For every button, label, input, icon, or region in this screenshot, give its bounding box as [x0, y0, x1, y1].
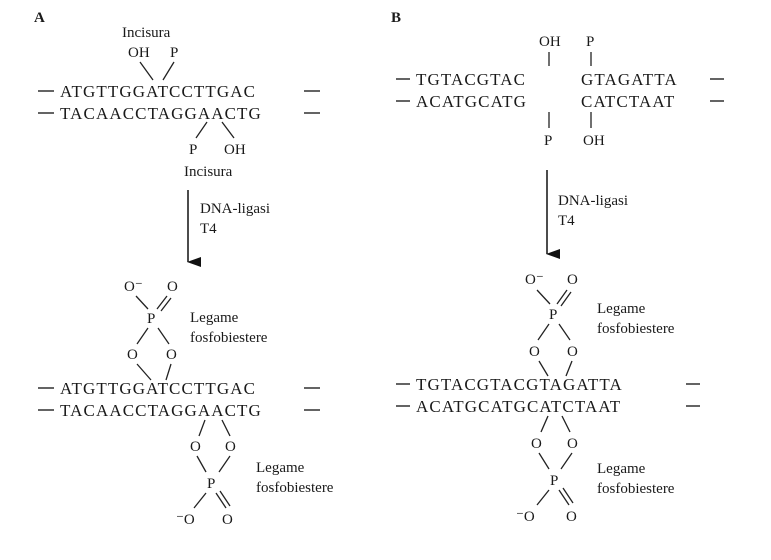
o-atom: O	[566, 509, 577, 525]
bond-label-line2: fosfobiestere	[597, 321, 675, 337]
o-minus-atom: ⁻O	[516, 509, 535, 525]
oh-bottom-atom: OH	[583, 133, 605, 149]
sequence-b2-bottom: ACATGCATGCATCTAAT	[416, 397, 621, 416]
p-atom: P	[550, 473, 558, 489]
bond	[560, 452, 573, 470]
bond-label-line2: fosfobiestere	[256, 480, 334, 496]
double-bond	[558, 489, 570, 506]
bond	[540, 415, 549, 433]
bond	[537, 323, 550, 341]
oh-bottom-bond	[221, 121, 235, 139]
bond-label-line1: Legame	[256, 460, 305, 476]
p-atom: P	[207, 476, 215, 492]
bond	[221, 419, 231, 437]
panel-b: B OH P TGTACGTAC GTAGATTA ACATGCATG CATC…	[391, 10, 724, 525]
panel-a-label: A	[34, 10, 45, 26]
bond	[135, 295, 149, 310]
o-atom: O	[529, 344, 540, 360]
p-atom: P	[549, 307, 557, 323]
p-top-bond	[162, 61, 175, 81]
o-atom: O	[127, 347, 138, 363]
bond	[536, 489, 550, 506]
enzyme-label: DNA-ligasi	[200, 201, 270, 217]
bond	[538, 360, 549, 377]
o-atom: O	[167, 279, 178, 295]
sequence-b1-top-right: GTAGATTA	[581, 70, 678, 89]
sequence-b1-top-left: TGTACGTAC	[416, 70, 526, 89]
double-bond	[560, 291, 572, 307]
oh-top-atom: OH	[539, 34, 561, 50]
incisura-top-label: Incisura	[122, 25, 171, 41]
bond	[565, 360, 573, 377]
sequence-a2-top: ATGTTGGATCCTTGAC	[60, 379, 256, 398]
double-bond	[160, 297, 172, 312]
o-atom: O	[166, 347, 177, 363]
bond	[157, 327, 170, 345]
bond	[561, 415, 571, 433]
o-atom: O	[225, 439, 236, 455]
o-atom: O	[531, 436, 542, 452]
o-atom: O	[567, 272, 578, 288]
oh-bottom-atom: OH	[224, 142, 246, 158]
bond	[538, 452, 550, 470]
o-atom: O	[222, 512, 233, 528]
p-bottom-bond	[195, 121, 208, 139]
sequence-b2-top: TGTACGTACGTAGATTA	[416, 375, 623, 394]
bond	[165, 363, 172, 381]
bond	[558, 323, 571, 341]
double-bond	[219, 490, 231, 507]
bond-label-line1: Legame	[597, 301, 646, 317]
bond-label-line1: Legame	[190, 310, 239, 326]
o-atom: O	[567, 344, 578, 360]
bond	[536, 289, 551, 305]
oh-top-bond	[139, 61, 154, 81]
bond	[136, 327, 149, 345]
double-bond	[562, 487, 574, 504]
p-bottom-atom: P	[544, 133, 552, 149]
sequence-a1-top: ATGTTGGATCCTTGAC	[60, 82, 256, 101]
panel-a: A Incisura OH P ATGTTGGATCCTTGAC TACAACC…	[34, 10, 334, 528]
bond-label-line2: fosfobiestere	[190, 330, 268, 346]
incisura-bottom-label: Incisura	[184, 164, 233, 180]
sequence-a1-bottom: TACAACCTAGGAACTG	[60, 104, 262, 123]
bond	[218, 455, 231, 473]
bond	[196, 455, 207, 473]
double-bond	[556, 289, 568, 305]
bond	[198, 419, 206, 437]
sequence-a2-bottom: TACAACCTAGGAACTG	[60, 401, 262, 420]
enzyme-label-t4: T4	[200, 221, 217, 237]
o-minus-atom: O⁻	[124, 279, 143, 295]
panel-b-label: B	[391, 10, 401, 26]
enzyme-label-t4: T4	[558, 213, 575, 229]
bond	[136, 363, 152, 381]
double-bond	[215, 492, 227, 509]
bond-label-line1: Legame	[597, 461, 646, 477]
bond-label-line2: fosfobiestere	[597, 481, 675, 497]
sequence-b1-bottom-left: ACATGCATG	[416, 92, 527, 111]
p-bottom-atom: P	[189, 142, 197, 158]
p-top-atom: P	[170, 45, 178, 61]
o-minus-atom: ⁻O	[176, 512, 195, 528]
o-atom: O	[190, 439, 201, 455]
p-top-atom: P	[586, 34, 594, 50]
oh-top-atom: OH	[128, 45, 150, 61]
sequence-b1-bottom-right: CATCTAAT	[581, 92, 675, 111]
double-bond	[156, 295, 168, 310]
o-atom: O	[567, 436, 578, 452]
p-atom: P	[147, 311, 155, 327]
o-minus-atom: O⁻	[525, 272, 544, 288]
bond	[193, 492, 207, 509]
enzyme-label: DNA-ligasi	[558, 193, 628, 209]
